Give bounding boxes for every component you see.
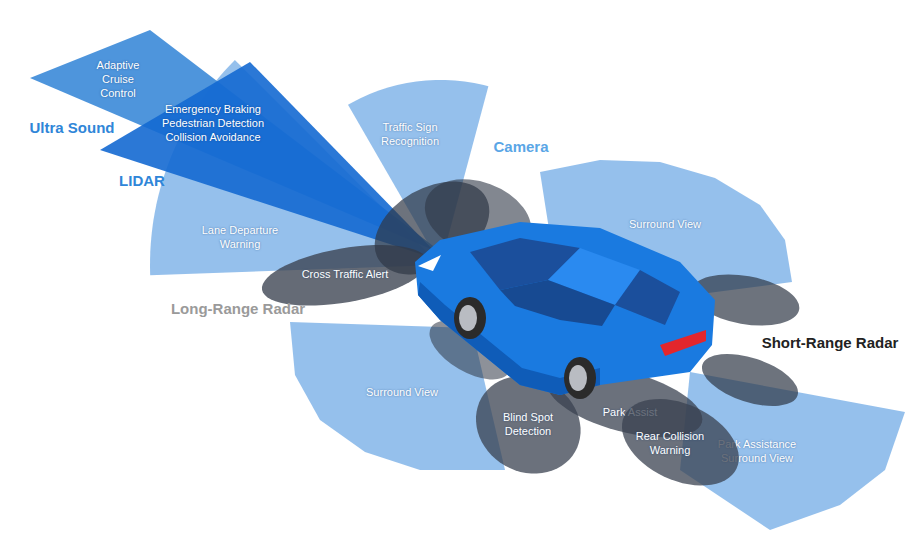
- label-group: LIDAR: [119, 172, 165, 189]
- zone-label: Rear Collision Warning: [629, 430, 711, 458]
- car-side-window: [500, 280, 615, 326]
- sensor-label: Short-Range Radar: [762, 334, 899, 351]
- label-group: Short-Range Radar: [762, 334, 899, 351]
- zone-text-group: Adaptive Cruise Control: [87, 59, 149, 100]
- zone-fill: [622, 399, 739, 486]
- zone-label: Traffic Sign Recognition: [368, 121, 452, 149]
- car-body: [415, 222, 715, 395]
- sensor-label: Long-Range Radar: [171, 300, 305, 317]
- sensor-label: Camera: [493, 138, 548, 155]
- label-group: Long-Range Radar: [171, 300, 305, 317]
- sensor-lobe: [696, 344, 805, 417]
- zone-text-group: Lane Departure Warning: [194, 224, 286, 252]
- zone-label: Blind Spot Detection: [497, 411, 559, 439]
- radar-lobe: Rear Collision Warning: [622, 399, 739, 486]
- sensor-label: LIDAR: [119, 172, 165, 189]
- zone-text-group: Surround View: [605, 218, 725, 232]
- label-group: Ultra Sound: [30, 119, 115, 136]
- car-rear-window: [615, 270, 680, 325]
- zone-label: Lane Departure Warning: [194, 224, 286, 252]
- zone-text-group: Traffic Sign Recognition: [368, 121, 452, 149]
- car-wheel: [454, 297, 486, 339]
- zone-label: Adaptive Cruise Control: [87, 59, 149, 100]
- label-group: Camera: [493, 138, 548, 155]
- wheel-rim: [569, 365, 587, 391]
- zone-label: Surround View: [605, 218, 725, 232]
- zone-label: Surround View: [342, 386, 462, 400]
- zone-text-group: Surround View: [342, 386, 462, 400]
- head-light: [418, 255, 441, 271]
- zone-text-group: Blind Spot Detection: [497, 411, 559, 439]
- sensor-label: Ultra Sound: [30, 119, 115, 136]
- tail-light: [660, 330, 706, 356]
- zone-label: Emergency Braking Pedestrian Detection C…: [151, 103, 275, 144]
- wheel-rim: [459, 305, 477, 331]
- zone-text-group: Emergency Braking Pedestrian Detection C…: [151, 103, 275, 144]
- zone-text-group: Rear Collision Warning: [629, 430, 711, 458]
- car-wheel: [564, 357, 596, 399]
